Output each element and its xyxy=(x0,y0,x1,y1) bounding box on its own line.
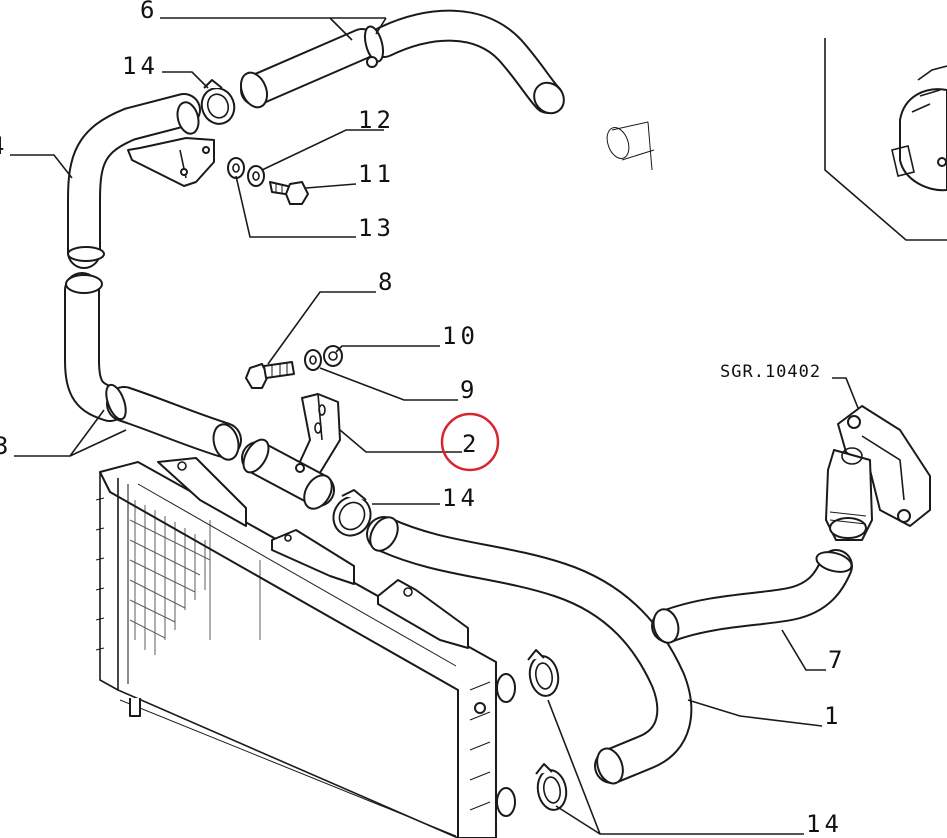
hose-4 xyxy=(67,93,215,269)
hose-6 xyxy=(239,9,565,115)
callout-4: 4 xyxy=(0,132,8,160)
fasteners-middle xyxy=(245,345,343,389)
callout-14-bottom: 14 xyxy=(806,810,843,838)
callout-3: 3 xyxy=(0,432,12,460)
callout-9: 9 xyxy=(460,376,478,404)
clamp-14-lower-lower xyxy=(535,763,568,811)
reference-code-label: SGR.10402 xyxy=(720,362,821,382)
callout-7: 7 xyxy=(828,646,846,674)
callout-12: 12 xyxy=(358,106,395,134)
hose-3 xyxy=(64,272,242,461)
clamp-14-middle xyxy=(332,489,372,537)
callout-6: 6 xyxy=(140,0,158,24)
highlight-circle xyxy=(440,412,500,472)
callout-13: 13 xyxy=(358,214,395,242)
part-2-pipe-bracket xyxy=(241,393,341,510)
callout-labels: 6 14 4 12 11 13 8 10 9 3 2 14 7 1 14 SGR… xyxy=(0,0,846,838)
callout-1: 1 xyxy=(824,702,842,730)
callout-2: 2 xyxy=(462,430,480,458)
clamp-14-lower-upper xyxy=(527,649,560,697)
hose-1 xyxy=(366,516,693,785)
clamp-14-top xyxy=(200,79,236,125)
callout-14-top: 14 xyxy=(122,52,159,80)
detail-inset xyxy=(824,38,947,241)
callout-11: 11 xyxy=(358,160,395,188)
fasteners-top xyxy=(227,157,309,205)
callout-14-middle: 14 xyxy=(442,484,479,512)
callout-10: 10 xyxy=(442,322,479,350)
radiator xyxy=(95,457,516,838)
pipe-stub xyxy=(606,121,655,171)
leader-lines xyxy=(10,17,859,835)
thermostat-housing xyxy=(825,405,931,541)
hose-7 xyxy=(651,549,853,644)
callout-8: 8 xyxy=(378,268,396,296)
